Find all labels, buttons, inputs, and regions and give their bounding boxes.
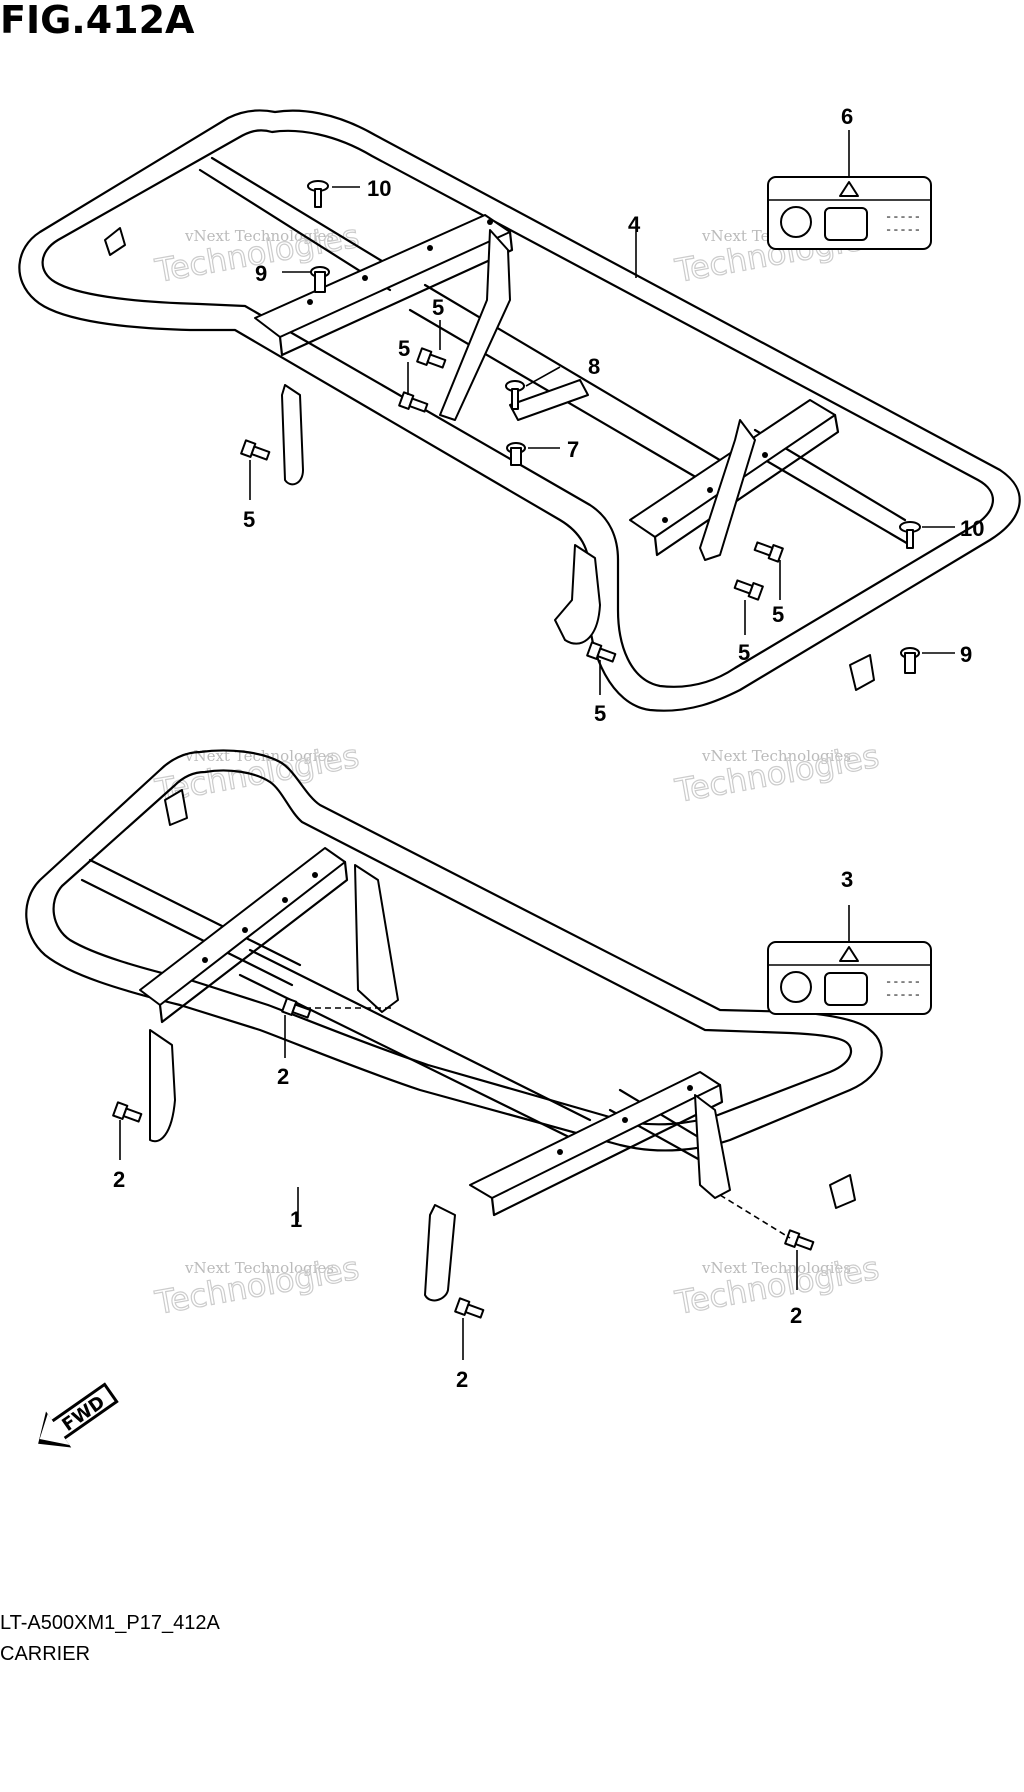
- callout-5a: 5: [432, 295, 444, 320]
- callout-numbers: 6 4 10 9 5 5 8 7 5 10 5 5 9 5 3 2 2 1 2 …: [113, 104, 984, 1392]
- helmet-icon: [824, 972, 868, 1006]
- callout-5f: 5: [738, 640, 750, 665]
- label-3-dashes-2: -----: [885, 988, 921, 1002]
- manual-book-icon: [780, 971, 812, 1003]
- callout-8: 8: [588, 354, 600, 379]
- callout-4: 4: [628, 212, 641, 237]
- label-6-dashes-2: -----: [885, 223, 921, 237]
- bolt-2c: [454, 1297, 485, 1319]
- watermark-small-4: vNext Technologies: [701, 747, 851, 765]
- label-6-dashes-1: -----: [885, 210, 921, 224]
- callout-10a: 10: [367, 176, 391, 201]
- label-3-dashes-1: -----: [885, 975, 921, 989]
- screw-10a: [307, 180, 329, 208]
- collar-9b: [900, 647, 920, 674]
- collar-9a: [310, 266, 330, 293]
- bolt-5b: [398, 391, 429, 413]
- watermark-small-6: vNext Technologies: [701, 1259, 851, 1277]
- callout-2c: 2: [456, 1367, 468, 1392]
- warning-label-3: ----- -----: [767, 941, 932, 1015]
- callout-3: 3: [841, 867, 853, 892]
- front-carrier-frame: [25, 749, 883, 1302]
- rear-carrier-frame: [18, 109, 1021, 712]
- callout-2d: 2: [790, 1303, 802, 1328]
- nut-7: [506, 442, 526, 466]
- screw-10b: [899, 521, 921, 549]
- callout-6: 6: [841, 104, 853, 129]
- leader-lines: [119, 130, 955, 1360]
- callout-7: 7: [567, 437, 579, 462]
- callout-5c: 5: [243, 507, 255, 532]
- warning-label-6: ----- -----: [767, 176, 932, 250]
- manual-book-icon: [780, 206, 812, 238]
- figure-name: CARRIER: [0, 1643, 91, 1665]
- callout-9a: 9: [255, 261, 267, 286]
- fasteners: [112, 180, 921, 1319]
- watermark-small-5: vNext Technologies: [184, 1259, 334, 1277]
- fwd-arrow: FWD: [38, 1382, 119, 1448]
- figure-title: FIG.412A: [0, 0, 195, 42]
- screw-8: [505, 380, 525, 410]
- callout-10b: 10: [960, 516, 984, 541]
- callout-5b: 5: [398, 336, 410, 361]
- bolt-2a: [281, 997, 312, 1019]
- figure-code: LT-A500XM1_P17_412A: [0, 1612, 220, 1634]
- callout-5e: 5: [772, 602, 784, 627]
- bolt-5f: [733, 579, 764, 601]
- bolt-2d: [784, 1229, 815, 1251]
- helmet-icon: [824, 207, 868, 241]
- callout-2b: 2: [113, 1167, 125, 1192]
- bolt-5d: [586, 641, 617, 663]
- bolt-5e: [753, 541, 784, 563]
- callout-5d: 5: [594, 701, 606, 726]
- callout-1: 1: [290, 1207, 302, 1232]
- callout-9b: 9: [960, 642, 972, 667]
- callout-2a: 2: [277, 1064, 289, 1089]
- bolt-5c: [240, 439, 271, 461]
- bolt-2b: [112, 1101, 143, 1123]
- bolt-5a: [416, 347, 447, 369]
